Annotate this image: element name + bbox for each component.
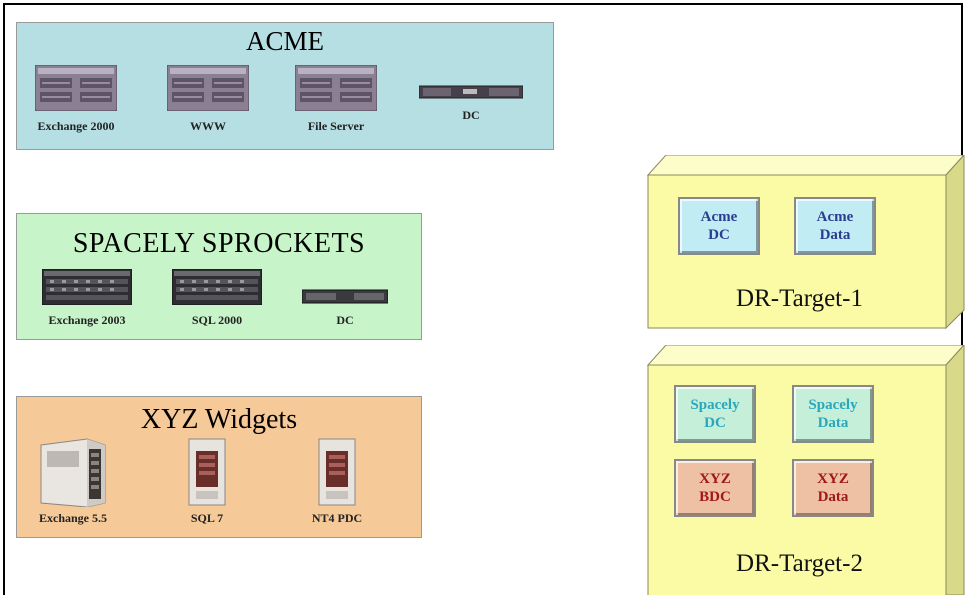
dr-target-2-label: DR-Target-2	[736, 550, 863, 577]
rack-server-icon	[295, 65, 377, 111]
server-label: WWW	[190, 119, 226, 133]
server-label: SQL 7	[190, 511, 224, 525]
acme-title: ACME	[245, 26, 324, 56]
tower-server-icon	[188, 438, 226, 506]
xyz-exchange-server: Exchange 5.5	[37, 437, 109, 533]
tower-server-icon	[318, 438, 356, 506]
acme-exchange-server: Exchange 2000	[35, 65, 117, 133]
dr-target-1-label: DR-Target-1	[736, 285, 863, 312]
server-label: Exchange 2000	[37, 119, 115, 133]
spacely-exchange-server: Exchange 2003	[42, 269, 132, 327]
server-label: Exchange 2003	[48, 313, 126, 327]
tower-server-icon	[40, 438, 106, 507]
server-label: NT4 PDC	[311, 511, 363, 525]
rack-1u-icon	[302, 289, 388, 304]
rack-1u-icon	[419, 85, 523, 99]
xyz-title: XYZ Widgets	[140, 404, 298, 435]
server-label: DC	[336, 313, 354, 327]
rack-server-icon	[35, 65, 117, 111]
acme-dc-server: DC	[419, 83, 523, 123]
server-label: Exchange 5.5	[38, 511, 107, 525]
acme-www-server: WWW	[167, 65, 249, 133]
acme-file-server: File Server	[295, 65, 377, 133]
spacely-group: SPACELY SPROCKETS Exchange 2003	[16, 213, 422, 340]
xyz-sql-server: SQL 7	[187, 437, 227, 533]
server-label: SQL 2000	[191, 313, 243, 327]
server-label: DC	[462, 108, 480, 122]
spacely-sql-server: SQL 2000	[172, 269, 262, 327]
server-label: File Server	[307, 119, 365, 133]
xyz-group: XYZ Widgets Exchange 5.5 SQL 7 NT4 PDC	[16, 396, 422, 538]
rack-server-icon	[42, 269, 132, 305]
xyz-nt4-pdc-server: NT4 PDC	[312, 437, 362, 533]
rack-server-icon	[167, 65, 249, 111]
rack-server-icon	[172, 269, 262, 305]
acme-group: ACME Exchange 2000	[16, 22, 554, 150]
spacely-title: SPACELY SPROCKETS	[72, 228, 366, 259]
spacely-dc-server: DC	[302, 289, 388, 327]
